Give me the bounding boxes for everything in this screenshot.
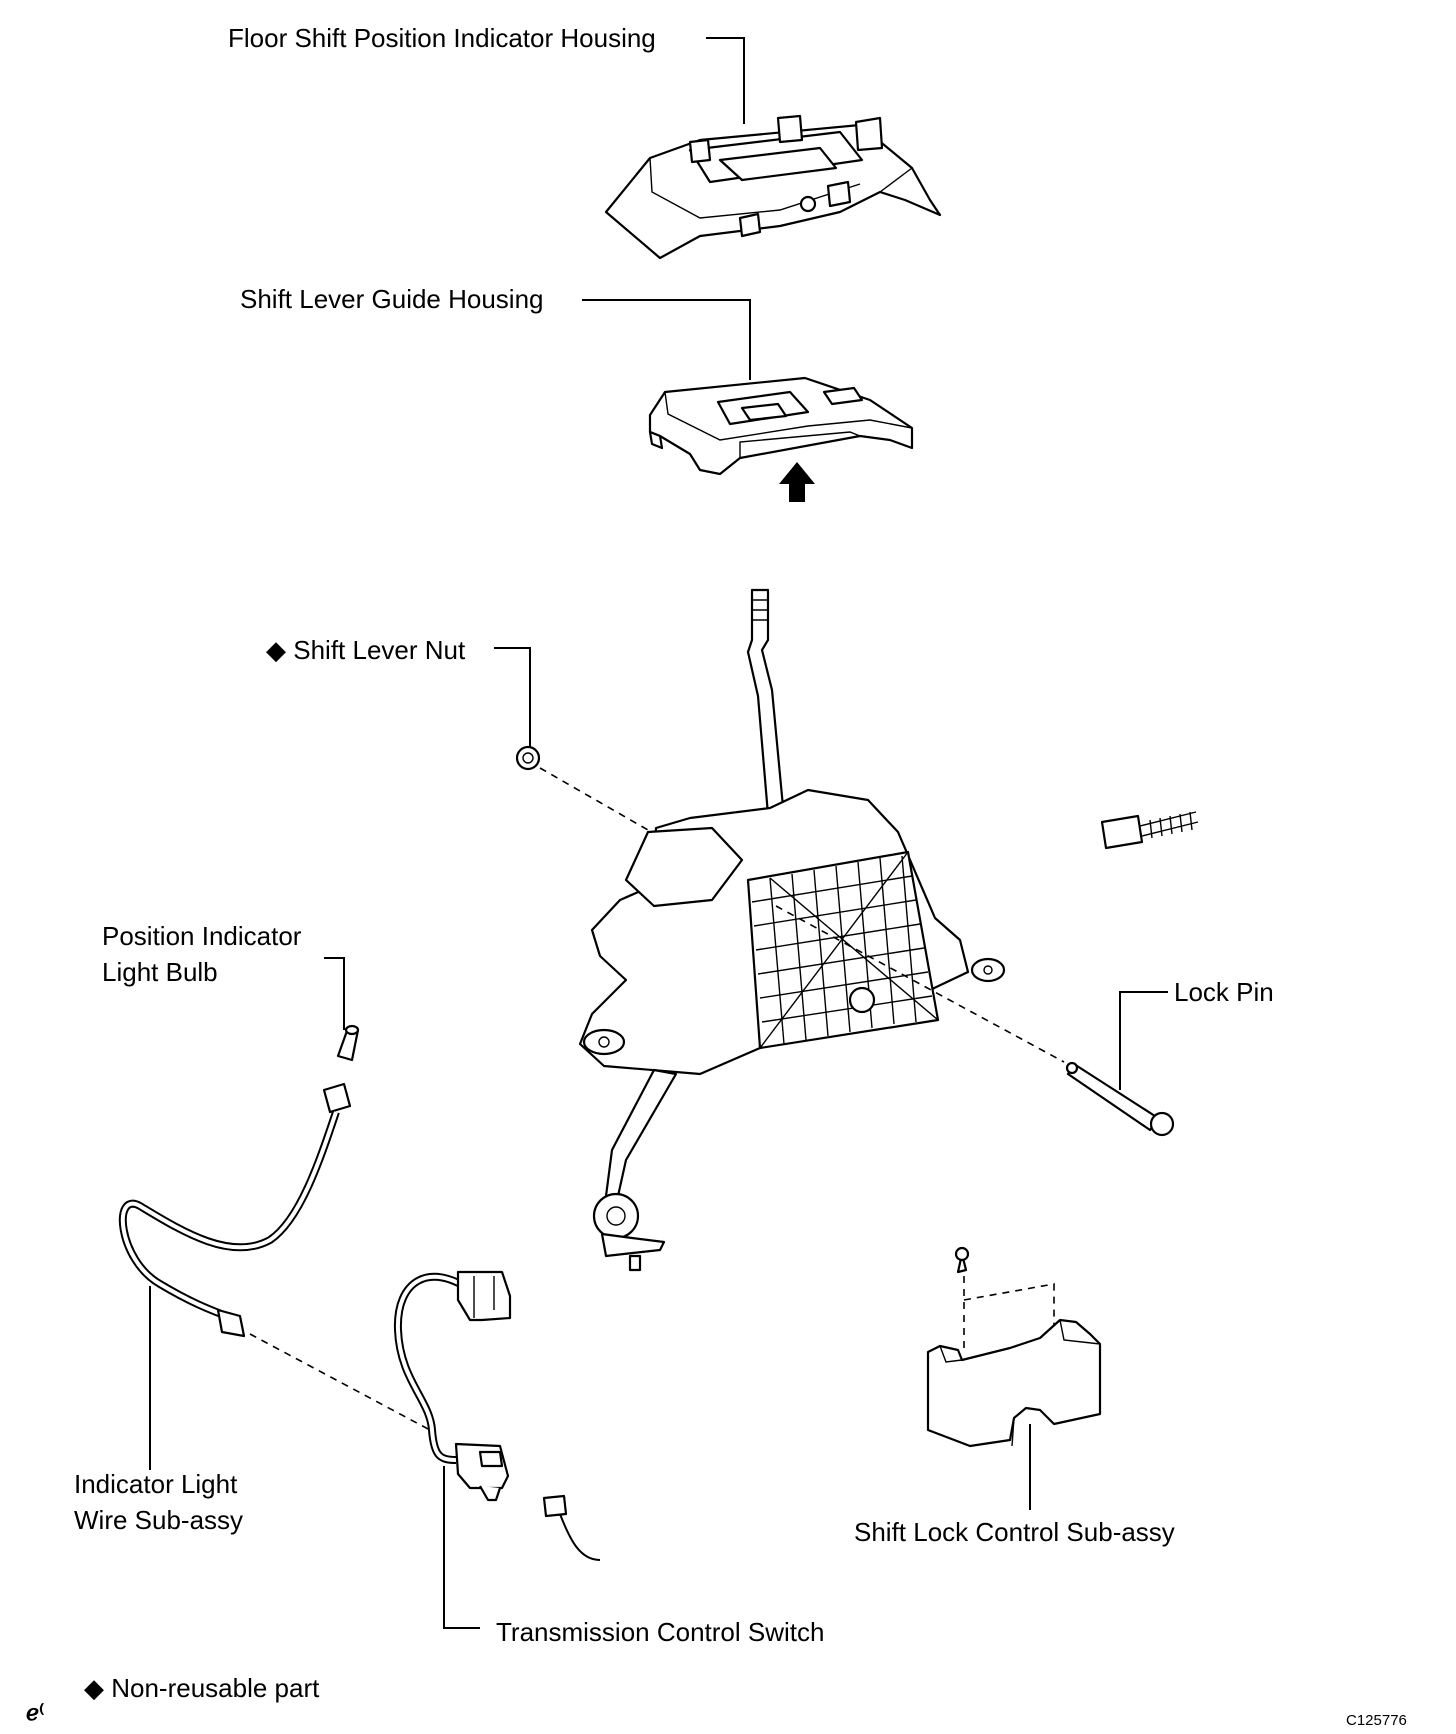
non-reusable-marker: ◆ <box>266 635 286 665</box>
indicator-wire-drawing <box>118 1082 352 1338</box>
shift-lever-assembly-drawing <box>578 588 1006 1272</box>
figure-code: C125776 <box>1346 1712 1407 1729</box>
guide-housing-drawing <box>648 376 914 476</box>
label-position-indicator-line2: Light Bulb <box>102 957 218 987</box>
label-transmission-control-switch: Transmission Control Switch <box>496 1617 825 1647</box>
shift-lock-solenoid-drawing <box>1100 811 1199 850</box>
lock-pin-drawing <box>1065 1061 1175 1137</box>
label-shift-lock-control-sub-assy: Shift Lock Control Sub-assy <box>854 1517 1175 1547</box>
label-indicator-light-wire-line1: Indicator Light <box>74 1469 238 1499</box>
label-position-indicator-line1: Position Indicator <box>102 921 302 951</box>
lock-pin-guide-line <box>775 905 1065 1063</box>
shift-lock-assy-drawing <box>926 1246 1102 1448</box>
label-floor-shift-position-indicator-housing: Floor Shift Position Indicator Housing <box>228 23 656 53</box>
legend-symbol: ◆ <box>84 1673 104 1703</box>
legend-text: Non-reusable part <box>111 1673 320 1703</box>
label-shift-lever-nut: ◆ Shift Lever Nut <box>266 632 465 668</box>
leader-lines <box>149 37 1168 1629</box>
label-lock-pin: Lock Pin <box>1174 977 1274 1007</box>
floor-shift-housing-drawing <box>604 114 942 260</box>
nut-guide-line <box>539 767 649 831</box>
label-indicator-light-wire-line2: Wire Sub-assy <box>74 1505 244 1535</box>
install-direction-arrow <box>779 462 815 502</box>
light-bulb-drawing <box>336 1024 360 1062</box>
wire-connector-guide-line <box>249 1333 431 1431</box>
label-shift-lever-guide-housing: Shift Lever Guide Housing <box>240 284 544 314</box>
shift-lever-nut-text: Shift Lever Nut <box>293 635 466 665</box>
corner-mark: ℯ⁽ <box>26 1700 45 1725</box>
transmission-switch-drawing <box>393 1270 601 1561</box>
shift-lever-nut-drawing <box>515 745 541 771</box>
legend-non-reusable: ◆ Non-reusable part <box>84 1670 319 1706</box>
